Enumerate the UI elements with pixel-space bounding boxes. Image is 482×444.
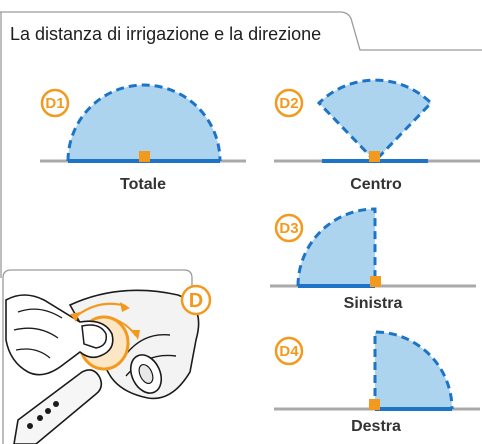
sprinkler-marker — [139, 151, 150, 162]
sprinkler-marker — [369, 399, 380, 410]
spray-arc — [373, 330, 454, 410]
mode-badge — [274, 88, 304, 118]
sprinkler-marker — [369, 151, 380, 162]
mode-badge — [274, 213, 304, 243]
spray-area-left — [298, 209, 375, 286]
spray-arc — [316, 78, 434, 163]
mode-badge — [40, 88, 70, 118]
sprinkler-marker — [370, 276, 381, 287]
mode-d2: D2 Centro — [274, 78, 480, 193]
arrow-head-icon — [70, 312, 80, 322]
handle-button — [27, 423, 33, 429]
thumb — [81, 324, 108, 349]
nozzle-core — [138, 363, 154, 385]
page-title: La distanza di irrigazione e la direzion… — [10, 24, 321, 44]
mode-d1: D1 Totale — [40, 83, 246, 193]
spray-arc — [66, 83, 222, 162]
spray-area-right — [375, 332, 452, 409]
handle-button — [37, 415, 43, 421]
spray-arc — [296, 207, 377, 287]
mode-caption: Totale — [120, 176, 166, 193]
handle — [13, 369, 103, 444]
hand-turning-dial-illustration: D — [2, 269, 212, 444]
mode-badge-label: D2 — [279, 95, 298, 112]
mode-badge-label: D4 — [279, 343, 299, 360]
mode-badge — [274, 336, 304, 366]
mode-caption: Sinistra — [344, 295, 403, 312]
handle-button — [53, 401, 59, 407]
mode-caption: Centro — [350, 176, 402, 193]
mode-d3: D3 Sinistra — [270, 207, 476, 312]
arrow-head-icon — [120, 302, 130, 312]
mode-d4: D4 Destra — [274, 330, 480, 435]
mode-badge-label: D3 — [279, 220, 298, 237]
dial-badge-label: D — [189, 290, 203, 312]
mode-badge-label: D1 — [45, 95, 64, 112]
mode-caption: Destra — [351, 418, 401, 435]
finger-lines — [13, 308, 63, 359]
illustration-frame — [2, 269, 193, 444]
dial-badge — [180, 284, 212, 316]
spray-area-full — [68, 85, 220, 161]
hand — [5, 294, 114, 376]
handle-button — [45, 408, 51, 414]
spray-area-center — [319, 80, 431, 161]
arrow-head-icon — [132, 330, 140, 340]
tab-frame — [0, 11, 482, 51]
